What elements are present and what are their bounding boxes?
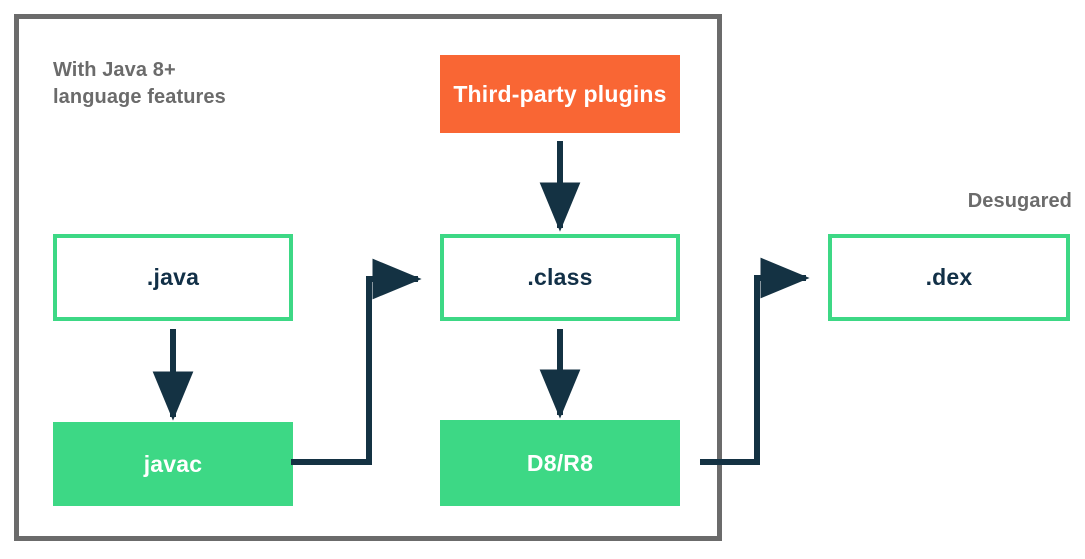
- group-caption-java8-features: With Java 8+ language features: [53, 59, 226, 108]
- node-java-source[interactable]: .java: [53, 234, 293, 321]
- node-class-file[interactable]: .class: [440, 234, 680, 321]
- node-javac-compiler[interactable]: javac: [53, 422, 293, 506]
- node-dex-file[interactable]: .dex: [828, 234, 1070, 321]
- node-third-party-plugins[interactable]: Third-party plugins: [440, 55, 680, 133]
- node-d8-r8-compiler[interactable]: D8/R8: [440, 420, 680, 506]
- desugared-caption: Desugared: [967, 190, 1072, 212]
